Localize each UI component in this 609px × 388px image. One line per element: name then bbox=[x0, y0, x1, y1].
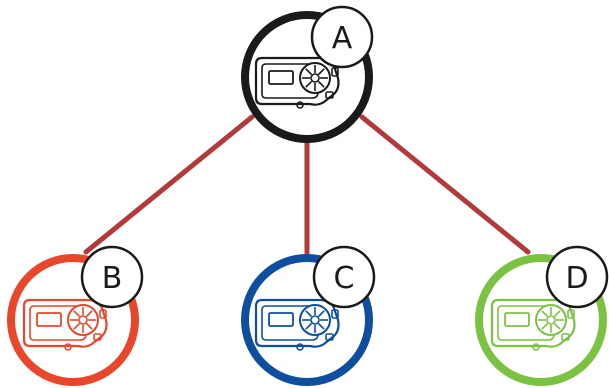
node-d: D bbox=[475, 245, 609, 386]
node-b: B bbox=[7, 245, 144, 386]
node-c: C bbox=[241, 245, 376, 386]
node-a: A bbox=[241, 5, 374, 143]
connection-lines bbox=[83, 114, 531, 256]
link-a-b bbox=[83, 114, 255, 255]
node-b-badge bbox=[80, 245, 144, 309]
node-c-badge bbox=[312, 245, 376, 309]
node-a-letter: A bbox=[332, 21, 353, 56]
node-a-badge bbox=[310, 5, 374, 69]
node-c-letter: C bbox=[334, 261, 355, 296]
node-b-letter: B bbox=[102, 261, 123, 296]
node-d-badge bbox=[545, 245, 609, 309]
node-d-letter: D bbox=[565, 261, 588, 296]
link-a-d bbox=[359, 114, 531, 255]
